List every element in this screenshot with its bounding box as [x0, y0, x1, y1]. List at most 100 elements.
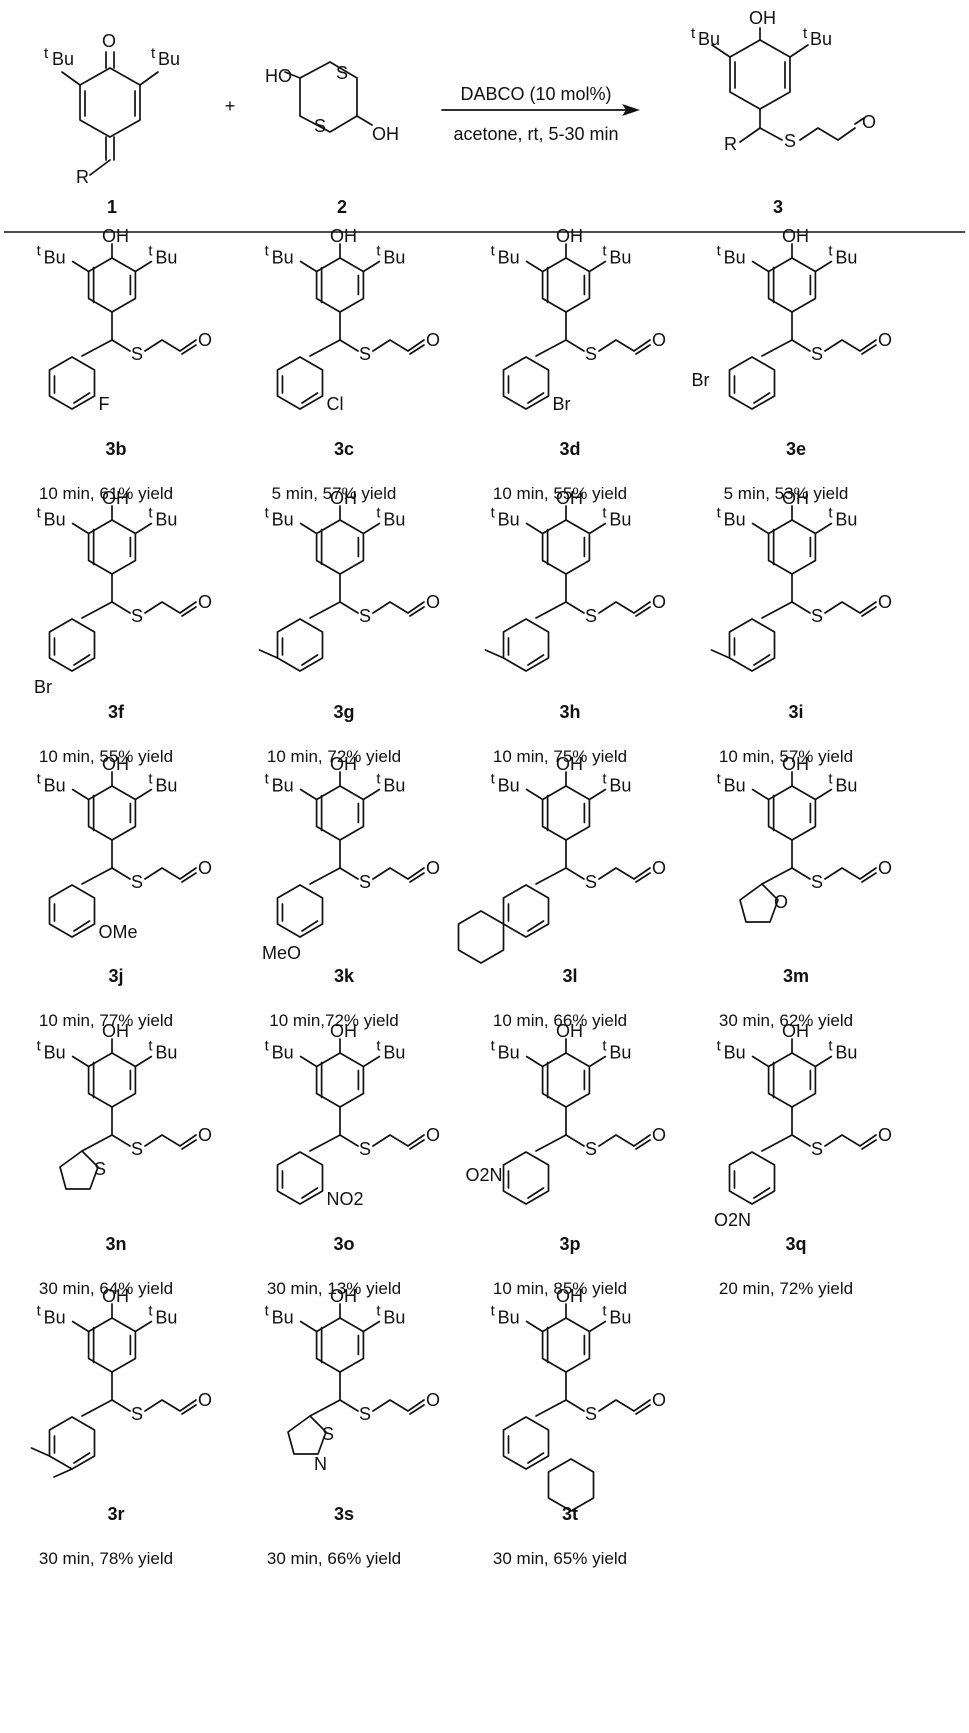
bu-left: Bu — [498, 776, 520, 796]
tbu-bond — [362, 522, 381, 535]
tbu-bond — [751, 522, 770, 535]
t-sup-right: t — [828, 1038, 833, 1055]
t-sup-left: t — [717, 243, 722, 260]
aryl-bond — [81, 867, 113, 885]
chain-bond — [372, 867, 425, 880]
compound-id: 3o — [333, 1234, 354, 1254]
t-sup-left: t — [491, 505, 496, 522]
t-sup-right: t — [602, 1303, 607, 1320]
o-label: O — [198, 1390, 212, 1410]
chain-bond — [372, 601, 425, 614]
s-bond — [791, 867, 811, 880]
s-bond — [791, 1134, 811, 1147]
bu-right: Bu — [155, 1043, 177, 1063]
tbu-bond — [134, 260, 153, 273]
s-label: S — [359, 1139, 371, 1159]
reactant-1-id: 1 — [107, 197, 117, 217]
oh-label: OH — [782, 1021, 809, 1041]
product-3-id: 3 — [773, 197, 783, 217]
aryl-ring — [502, 1416, 550, 1470]
co-double-bond — [409, 344, 425, 355]
bu-left: Bu — [498, 248, 520, 268]
t-sup-left: t — [717, 1038, 722, 1055]
s-label: S — [585, 1404, 597, 1424]
bu-left: Bu — [272, 510, 294, 530]
bu-left: Bu — [498, 510, 520, 530]
r1-t-sup-left: t — [44, 45, 49, 62]
p3-s: S — [784, 131, 796, 151]
aryl-bond — [309, 339, 341, 357]
oh-label: OH — [102, 226, 129, 246]
compound-conditions: 10 min,72% yield — [269, 1011, 398, 1030]
aryl-ring — [276, 356, 324, 410]
o-label: O — [198, 1125, 212, 1145]
aryl-bond — [309, 601, 341, 619]
t-sup-right: t — [828, 243, 833, 260]
oh-label: OH — [330, 754, 357, 774]
bu-right: Bu — [835, 510, 857, 530]
co-double-bond — [635, 872, 651, 883]
p3-oh: OH — [749, 8, 776, 28]
reactant-2-id: 2 — [337, 197, 347, 217]
tbu-bond — [71, 522, 90, 535]
substituent-label: MeO — [262, 943, 301, 963]
methyl-bond — [710, 649, 731, 659]
aryl-bond — [81, 1134, 113, 1152]
oh-label: OH — [102, 1021, 129, 1041]
compound-conditions: 10 min, 57% yield — [719, 747, 853, 766]
r1-bu-left: Bu — [52, 49, 74, 69]
s-bond — [111, 1134, 131, 1147]
bu-right: Bu — [155, 776, 177, 796]
tbu-bond — [362, 1320, 381, 1333]
phenol-ring — [87, 1317, 137, 1373]
s-bond — [111, 1399, 131, 1412]
compound-id: 3f — [108, 702, 125, 722]
phenol-ring — [767, 1052, 817, 1108]
bu-right: Bu — [609, 510, 631, 530]
s-label: S — [585, 1139, 597, 1159]
aryl-ring — [276, 884, 324, 938]
t-sup-right: t — [602, 243, 607, 260]
tbu-bond — [751, 788, 770, 801]
t-sup-right: t — [148, 243, 153, 260]
compound-conditions: 10 min, 66% yield — [493, 1011, 627, 1030]
r1-o-label: O — [102, 31, 116, 51]
s-bond — [791, 601, 811, 614]
reactant-1: O t Bu t Bu R 1 — [44, 31, 180, 217]
aryl-bond — [309, 1134, 341, 1152]
chain-bond — [824, 867, 877, 880]
bu-left: Bu — [724, 248, 746, 268]
t-sup-left: t — [37, 243, 42, 260]
oh-label: OH — [556, 488, 583, 508]
t-sup-left: t — [717, 771, 722, 788]
s-bond — [791, 339, 811, 352]
fused-ring — [457, 910, 505, 964]
aryl-double-bond — [753, 392, 771, 404]
t-sup-left: t — [37, 1038, 42, 1055]
t-sup-left: t — [265, 505, 270, 522]
chain-bond — [824, 1134, 877, 1147]
t-sup-right: t — [148, 771, 153, 788]
phenol-ring — [87, 257, 137, 313]
heteroaryl-ring — [287, 1415, 327, 1455]
chain-bond — [144, 339, 197, 352]
hetero-atom-label-2: N — [314, 1454, 327, 1474]
oh-label: OH — [330, 488, 357, 508]
s-label: S — [131, 872, 143, 892]
r1-r-label: R — [76, 167, 89, 187]
substituent-label: Br — [691, 370, 709, 390]
aryl-double-bond — [527, 392, 545, 404]
o-label: O — [426, 592, 440, 612]
reagent-label: DABCO (10 mol%) — [460, 84, 611, 104]
chain-bond — [372, 1134, 425, 1147]
tbu-bond — [751, 1055, 770, 1068]
substituent-label: O2N — [465, 1165, 502, 1185]
t-sup-right: t — [602, 1038, 607, 1055]
t-sup-left: t — [265, 1038, 270, 1055]
tbu-bond — [134, 522, 153, 535]
